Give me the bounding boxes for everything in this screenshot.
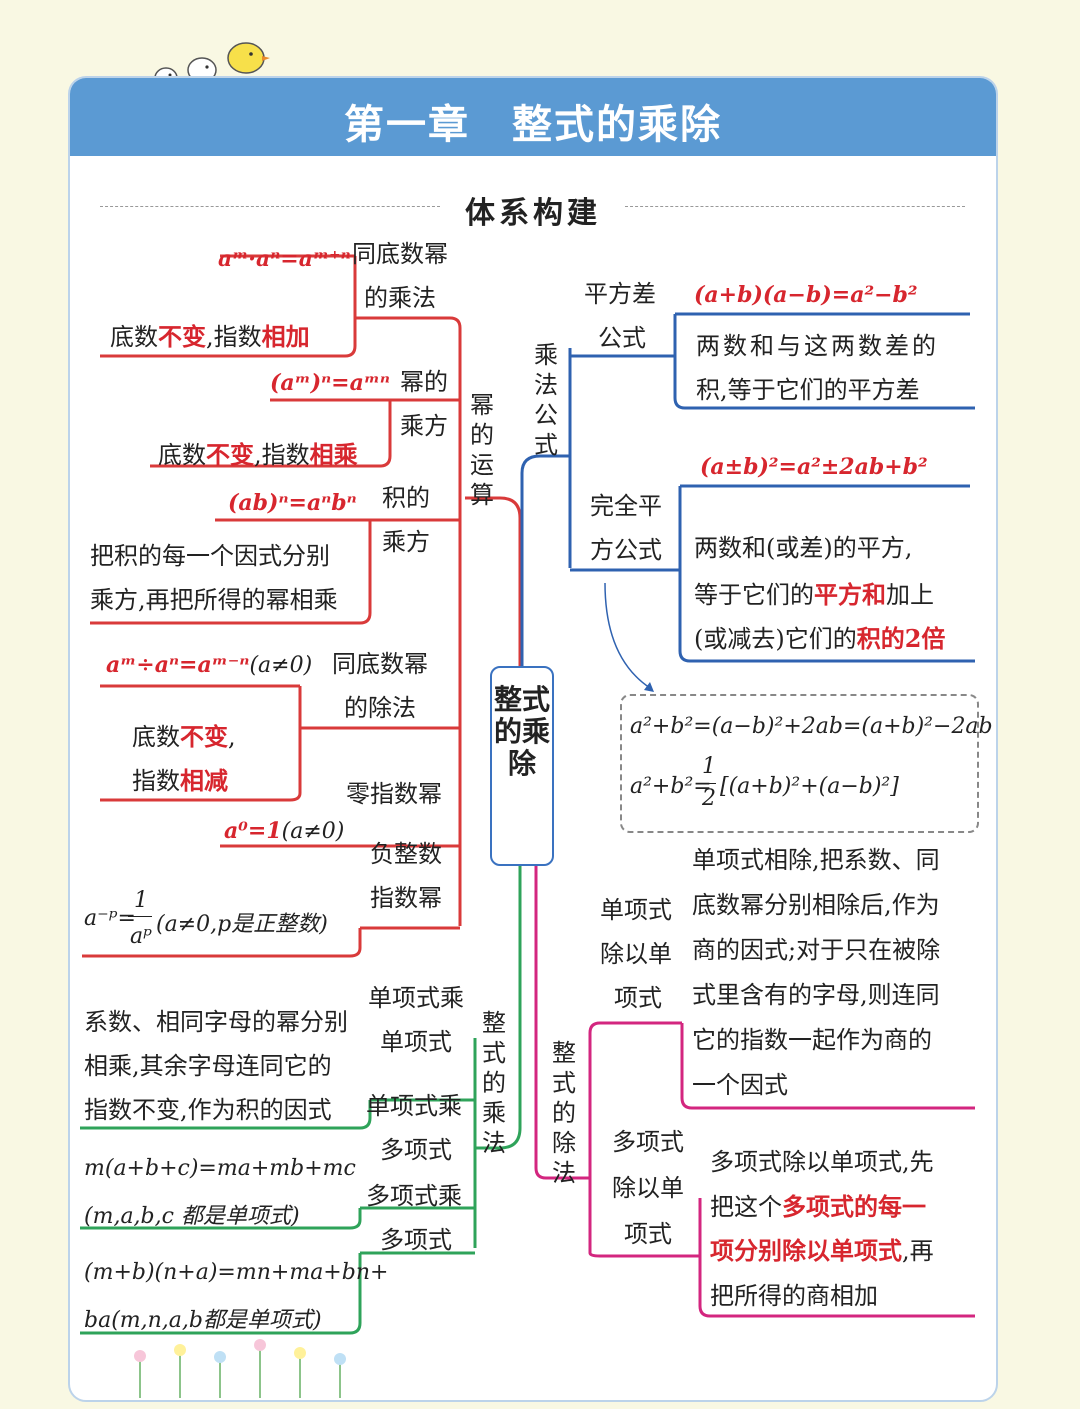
node-mono-div-1: 单项式 <box>600 896 672 924</box>
center-node: 整式的乘除 <box>490 666 554 866</box>
branch-label-div: 整式的除法 <box>552 1039 576 1187</box>
node-same-base-mult-2: 的乘法 <box>364 284 436 312</box>
chapter-banner: 第一章 整式的乘除 <box>70 78 996 156</box>
formula-zero-exp: a⁰=1(a≠0) <box>224 818 345 844</box>
arrow-head-icon <box>644 682 654 692</box>
branch-label-mult: 整式的乘法 <box>482 1009 506 1157</box>
desc-diff-squares-1: 两数和与这两数差的 <box>696 332 939 360</box>
rule-mono-mono-3: 指数不变,作为积的因式 <box>84 1096 332 1124</box>
node-poly-div-3: 项式 <box>624 1220 672 1248</box>
formula-power-of-product: (ab)ⁿ=aⁿbⁿ <box>228 490 357 516</box>
mindmap-lines <box>80 254 975 1335</box>
formula-diff-squares: (a+b)(a−b)=a²−b² <box>694 282 918 308</box>
divider-right <box>625 206 965 207</box>
formula-same-base-div: aᵐ÷aⁿ=aᵐ⁻ⁿ(a≠0) <box>106 652 313 678</box>
node-zero-exp: 零指数幂 <box>346 780 442 808</box>
branch-label-mult-formula: 乘法公式 <box>534 341 558 459</box>
node-perfect-square-1: 完全平 <box>590 492 662 520</box>
section-subtitle: 体系构建 <box>465 196 601 231</box>
node-neg-exp-1: 负整数 <box>370 840 442 868</box>
node-neg-exp-2: 指数幂 <box>370 884 442 912</box>
formula-neg-exp-lhs: a⁻ᵖ= <box>84 906 136 931</box>
arrow-line <box>604 582 651 689</box>
rule-mono-mono-1: 系数、相同字母的幂分别 <box>84 1008 348 1036</box>
desc-mono-div-4: 式里含有的字母,则连同 <box>692 981 940 1009</box>
node-mono-mono-2: 单项式 <box>380 1028 452 1056</box>
node-poly-poly-2: 多项式 <box>380 1226 452 1254</box>
desc-poly-div-2: 把这个多项式的每一 <box>710 1192 926 1221</box>
desc-mono-div-2: 底数幂分别相除后,作为 <box>692 891 940 919</box>
desc-perfect-square-1: 两数和(或差)的平方, <box>694 534 913 562</box>
node-mono-poly-1: 单项式乘 <box>366 1092 462 1120</box>
node-mono-mono-1: 单项式乘 <box>368 984 464 1012</box>
formula-mono-poly: m(a+b+c)=ma+mb+mc <box>84 1156 356 1181</box>
fraction-bar <box>128 916 152 917</box>
formula-poly-poly: (m+b)(n+a)=mn+ma+bn+ <box>84 1260 389 1285</box>
node-perfect-square-2: 方公式 <box>590 536 662 564</box>
note-mono-poly: (m,a,b,c 都是单项式) <box>84 1204 300 1229</box>
desc-poly-div-1: 多项式除以单项式,先 <box>710 1148 934 1176</box>
desc-mono-div-5: 它的指数一起作为商的 <box>692 1026 932 1054</box>
power-ops-branch <box>82 254 522 958</box>
variant-line-1: a²+b²=(a−b)²+2ab=(a+b)²−2ab <box>630 714 993 739</box>
branch-label-power-ops: 幂的运算 <box>470 391 494 509</box>
chapter-title: 第一章 整式的乘除 <box>344 102 722 148</box>
formula-perfect-square: (a±b)²=a²±2ab+b² <box>700 454 928 480</box>
center-label: 整式的乘除 <box>493 683 550 780</box>
desc-mono-div-3: 商的因式;对于只在被除 <box>692 936 941 964</box>
desc-mono-div-1: 单项式相除,把系数、同 <box>692 846 940 874</box>
node-mono-poly-2: 多项式 <box>380 1136 452 1164</box>
formula-neg-exp-den: aᵖ <box>130 924 152 949</box>
rule-same-base-div-2: 指数相减 <box>132 766 228 795</box>
rule-power-of-product-1: 把积的每一个因式分别 <box>90 542 330 570</box>
rule-mono-mono-2: 相乘,其余字母连同它的 <box>84 1052 332 1080</box>
rule-same-base-mult: 底数不变,指数相加 <box>110 322 310 351</box>
node-same-base-div-2: 的除法 <box>344 694 416 722</box>
node-poly-div-2: 除以单 <box>612 1174 684 1202</box>
node-power-of-power-1: 幂的 <box>400 368 448 396</box>
chick-icon <box>227 42 270 74</box>
node-diff-squares-1: 平方差 <box>584 280 656 308</box>
desc-perfect-square-3: (或减去)它们的积的2倍 <box>694 624 946 653</box>
desc-poly-div-3: 项分别除以单项式,再 <box>710 1236 934 1265</box>
note-poly-poly: ba(m,n,a,b都是单项式) <box>84 1308 322 1333</box>
mult-formula-branch <box>520 312 975 668</box>
divider-left <box>100 206 440 207</box>
node-same-base-div-1: 同底数幂 <box>332 650 428 678</box>
mult-branch <box>80 864 522 1335</box>
variant-line-2-den: 2 <box>702 786 716 811</box>
formula-power-of-power: (aᵐ)ⁿ=aᵐⁿ <box>270 370 390 396</box>
node-same-base-mult-1: 同底数幂 <box>352 240 448 268</box>
node-power-of-product-1: 积的 <box>382 484 430 512</box>
node-mono-div-2: 除以单 <box>600 940 672 968</box>
desc-diff-squares-2: 积,等于它们的平方差 <box>696 376 920 404</box>
node-poly-div-1: 多项式 <box>612 1128 684 1156</box>
node-diff-squares-2: 公式 <box>598 324 646 352</box>
flowers-decoration <box>134 1339 346 1398</box>
desc-mono-div-6: 一个因式 <box>692 1071 788 1099</box>
div-branch <box>534 864 975 1318</box>
node-power-of-product-2: 乘方 <box>382 528 430 556</box>
variant-line-2-num: 1 <box>702 754 716 779</box>
desc-poly-div-4: 把所得的商相加 <box>710 1282 878 1310</box>
node-poly-poly-1: 多项式乘 <box>366 1182 462 1210</box>
node-mono-div-3: 项式 <box>614 984 662 1012</box>
formula-same-base-mult: aᵐ·aⁿ=aᵐ⁺ⁿ <box>218 246 351 272</box>
desc-perfect-square-2: 等于它们的平方和加上 <box>694 580 934 609</box>
rule-power-of-product-2: 乘方,再把所得的幂相乘 <box>90 586 338 614</box>
formula-variants-box <box>620 694 979 833</box>
node-power-of-power-2: 乘方 <box>400 412 448 440</box>
variant-fraction-bar <box>698 783 716 784</box>
formula-neg-exp-tail: (a≠0,p是正整数) <box>156 912 328 937</box>
variant-line-2-lhs: a²+b²= <box>630 774 712 799</box>
mindmap-card: 第一章 整式的乘除 体系构建 <box>68 76 998 1402</box>
rule-power-of-power: 底数不变,指数相乘 <box>158 440 358 469</box>
formula-neg-exp-num: 1 <box>134 888 148 913</box>
rule-same-base-div-1: 底数不变, <box>132 722 236 751</box>
flower-icon <box>134 1339 346 1398</box>
variant-line-2-rhs: [(a+b)²+(a−b)²] <box>720 774 899 799</box>
